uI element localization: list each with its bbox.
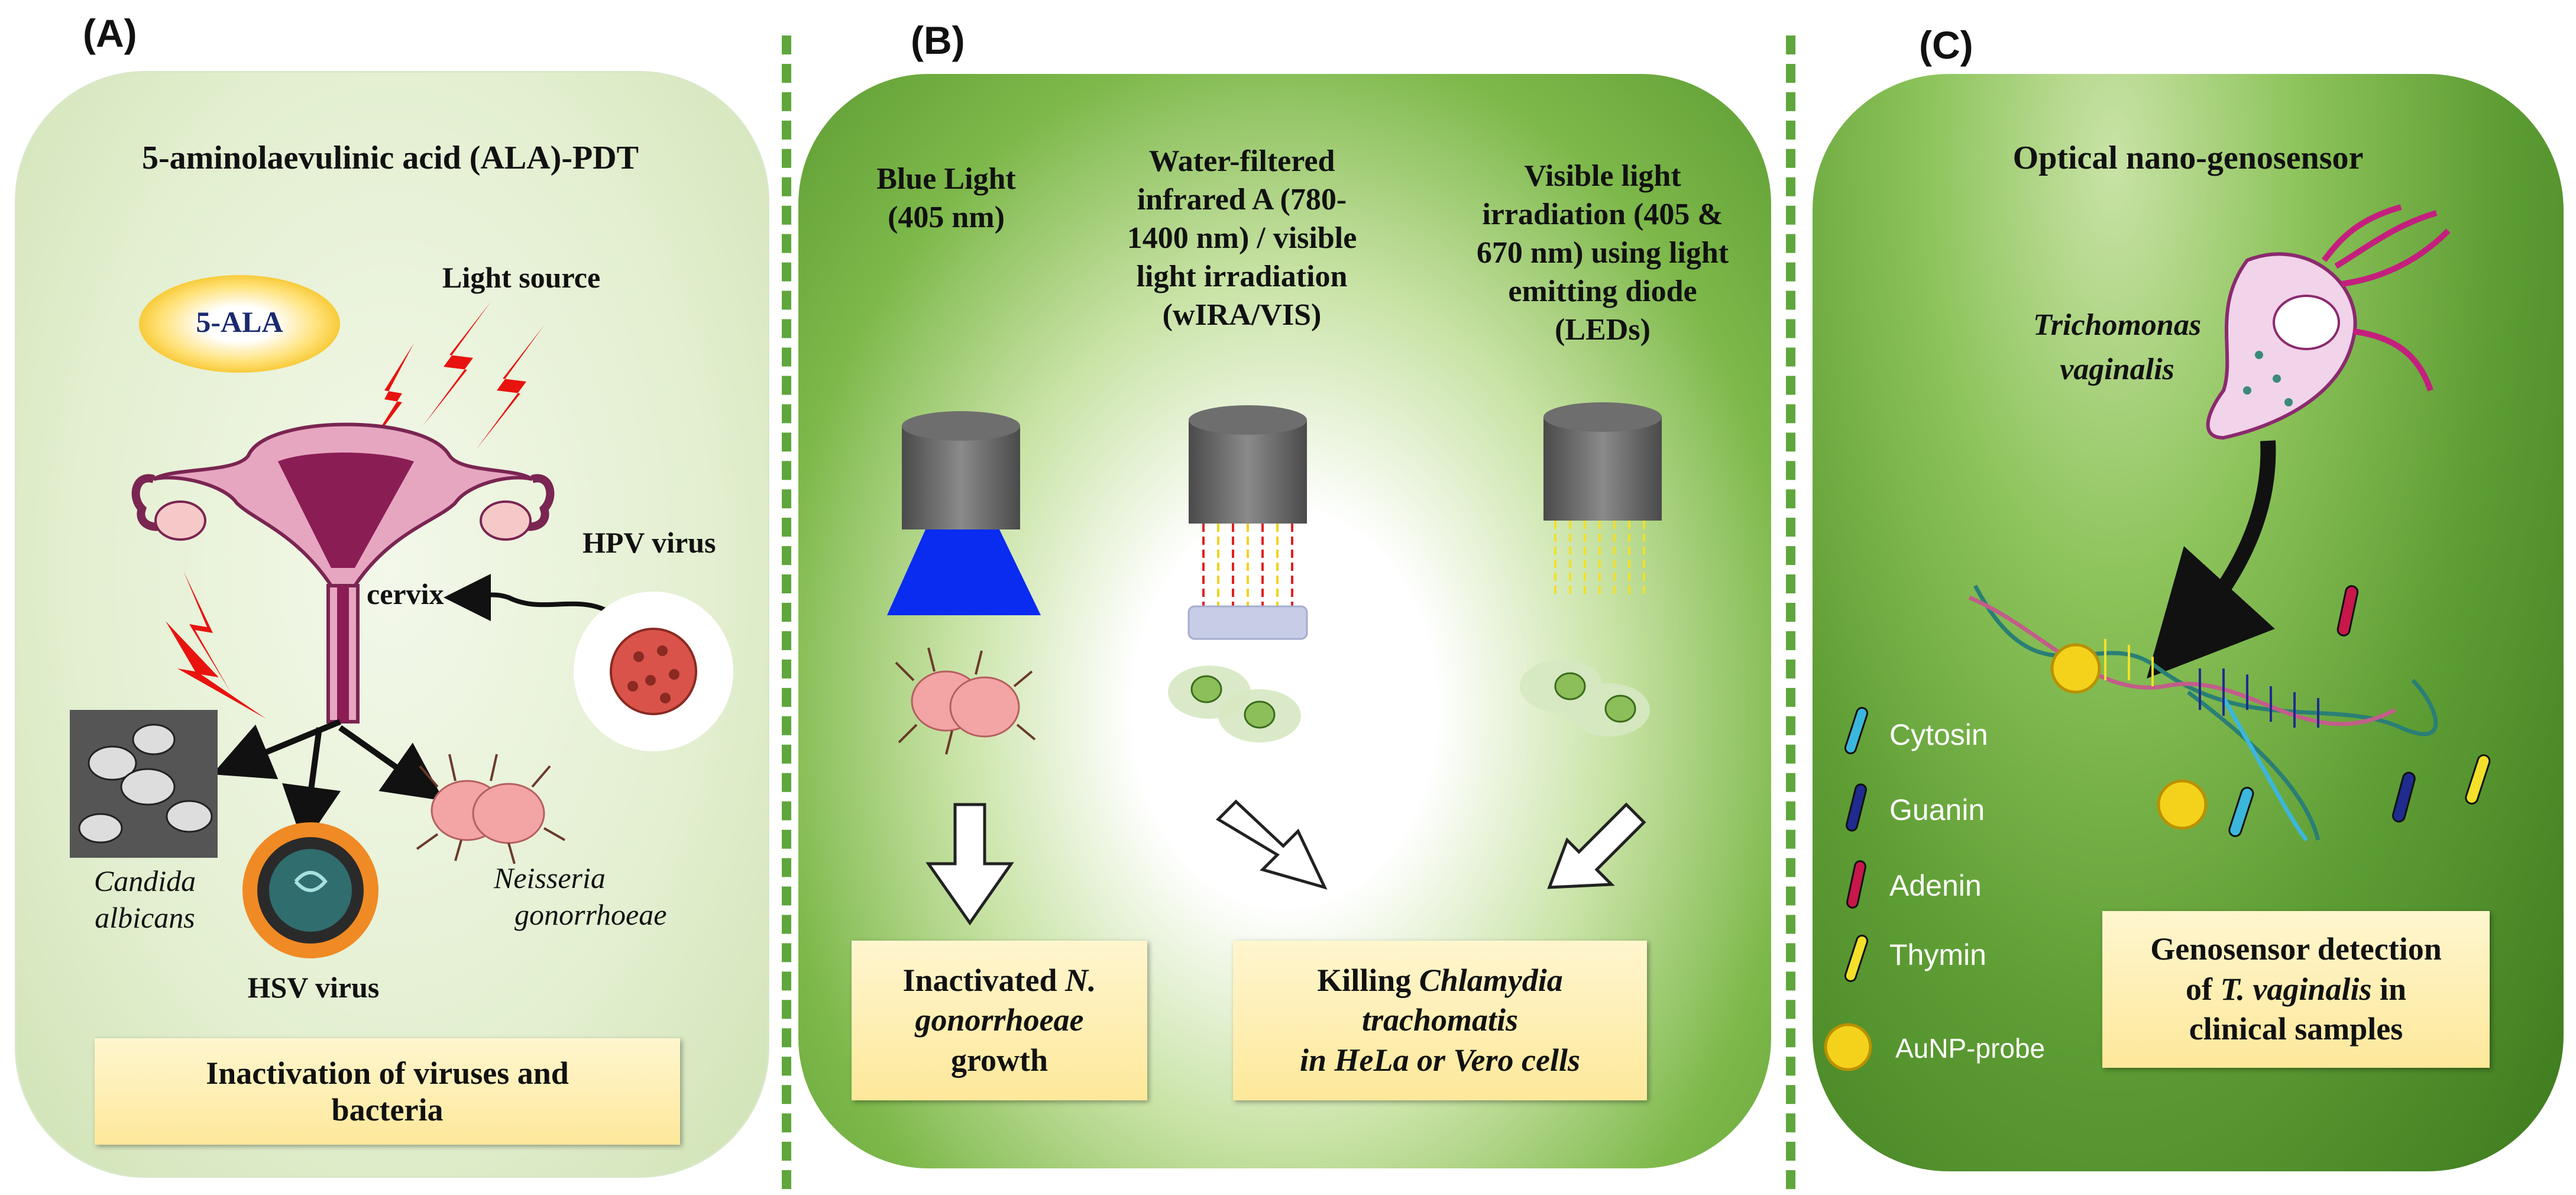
legend-adenin-icon [1846,860,1866,909]
trichomonas-icon [2206,204,2451,440]
hsv-virus-icon [242,822,378,958]
legend-thymin-icon [1844,935,1869,982]
legend-guanin-label: Guanin [1889,793,1985,826]
legend-guanin-icon [1846,783,1867,832]
b-col1-line2: (405 nm) [888,201,1005,234]
candida-label-2: albicans [95,901,195,934]
organism-label-2: vaginalis [2060,353,2174,386]
b-col3-line4: emitting diode [1508,274,1697,308]
panel-a-result-box: Inactivation of viruses and bacteria [95,1038,680,1145]
blue-lamp-icon [887,411,1041,615]
neisseria-label-1: Neisseria [494,861,606,894]
light-source-label: Light source [442,261,601,294]
hpv-label: HPV virus [582,526,716,559]
chlamydia-cells-icon [1168,666,1301,742]
lightning-bolt-icon [367,302,544,450]
candida-label-1: Candida [93,864,196,897]
b-col3-line3: 670 nm) using light [1476,236,1729,270]
b-col3-title: Visible light irradiation (405 & 670 nm)… [1437,157,1768,349]
b-col2-line2: infrared A (780- [1137,183,1347,217]
arrow-diagonal-right-icon [1215,799,1328,890]
divider-left [782,35,791,1189]
neisseria-label-2: gonorrhoeae [514,898,667,931]
panel-b-result-box-2: Killing Chlamydia trachomatis in HeLa or… [1233,941,1647,1100]
arrow-to-neisseria [338,725,444,801]
b-result1-d: growth [950,1042,1048,1078]
nucleotide-thymin-scatter [2465,754,2491,805]
legend-thymin-label: Thymin [1889,938,1986,971]
c-result-2c: in [2371,971,2407,1007]
nucleotide-cytosin-scatter [2228,787,2254,837]
b-col2-line1: Water-filtered [1148,144,1335,178]
c-result-2b: T. vaginalis [2220,971,2372,1007]
divider-right [1786,35,1795,1189]
uterus-icon [131,422,555,724]
nucleotide-adenin-scatter [2336,585,2359,637]
organism-label-1: Trichomonas [2033,308,2202,342]
b-result1-c: gonorrhoeae [915,1002,1084,1038]
b-col3-line2: irradiation (405 & [1482,198,1723,231]
hsv-label: HSV virus [247,971,380,1004]
legend-cytosin-icon [1844,707,1869,754]
b-result2-a: Killing [1317,962,1419,998]
c-result-2a: of [2185,971,2221,1007]
b-col1-line1: Blue Light [876,162,1016,196]
panel-a-title: 5-aminolaevulinic acid (ALA)-PDT [142,140,639,176]
b-result2-c: trachomatis [1361,1002,1519,1038]
arrow-to-dna [2147,440,2276,679]
panel-b-result-box-1: Inactivated N. gonorrhoeae growth [852,941,1147,1100]
b-col2-line4: light irradiation [1136,260,1348,293]
arrow-hpv-to-cervix [444,573,617,621]
b-result1-a: Inactivated [902,962,1065,998]
b-col2-line3: 1400 nm) / visible [1127,221,1357,255]
legend-adenin-label: Adenin [1889,869,1982,902]
ala-label: 5-ALA [196,305,283,338]
panel-label-b: (B) [911,18,965,62]
chlamydia-cells-icon-2 [1520,660,1650,737]
hpv-virus-icon [610,628,697,715]
nucleotide-guanin-scatter [2391,771,2416,823]
b-col2-line5: (wIRA/VIS) [1162,298,1322,332]
b-col2-title: Water-filtered infrared A (780- 1400 nm)… [1082,142,1402,334]
legend-aunp-label: AuNP-probe [1895,1033,2046,1064]
c-result-line-1: Genosensor detection [2150,931,2442,967]
gonorrhoeae-icon [895,647,1036,755]
arrow-diagonal-left-icon [1547,802,1646,889]
panel-c-title: Optical nano-genosensor [2012,140,2364,176]
cervix-label: cervix [367,577,444,611]
panel-a-result-line-1: Inactivation of viruses and [206,1055,569,1091]
lightning-bolt-icon-left [166,571,266,719]
legend-cytosin-label: Cytosin [1889,718,1988,751]
aunp-icon-2 [2157,779,2208,830]
aunp-icon-1 [2050,643,2101,694]
panel-c-result-box: Genosensor detection of T. vaginalis in … [2102,911,2490,1068]
panel-label-c: (C) [1919,23,1973,67]
legend-aunp-icon [1824,1023,1872,1071]
arrow-to-candida [212,719,341,780]
panel-label-a: (A) [83,11,137,55]
b-col1-title: Blue Light (405 nm) [828,160,1064,237]
b-col3-line1: Visible light [1524,159,1681,193]
arrow-down-icon [925,803,1014,926]
ala-ellipse [139,275,340,373]
b-result1-b: N. [1064,962,1096,998]
b-result2-b: Chlamydia [1419,962,1563,998]
c-result-line-3: clinical samples [2189,1011,2403,1047]
led-lamp-icon [1543,402,1662,598]
b-col3-line5: (LEDs) [1555,313,1651,347]
b-result2-d: in HeLa or Vero cells [1300,1042,1580,1078]
wira-lamp-icon [1187,405,1308,640]
arrow-to-hsv [282,727,341,846]
panel-a-result-line-2: bacteria [331,1092,444,1128]
neisseria-icon [416,754,565,864]
